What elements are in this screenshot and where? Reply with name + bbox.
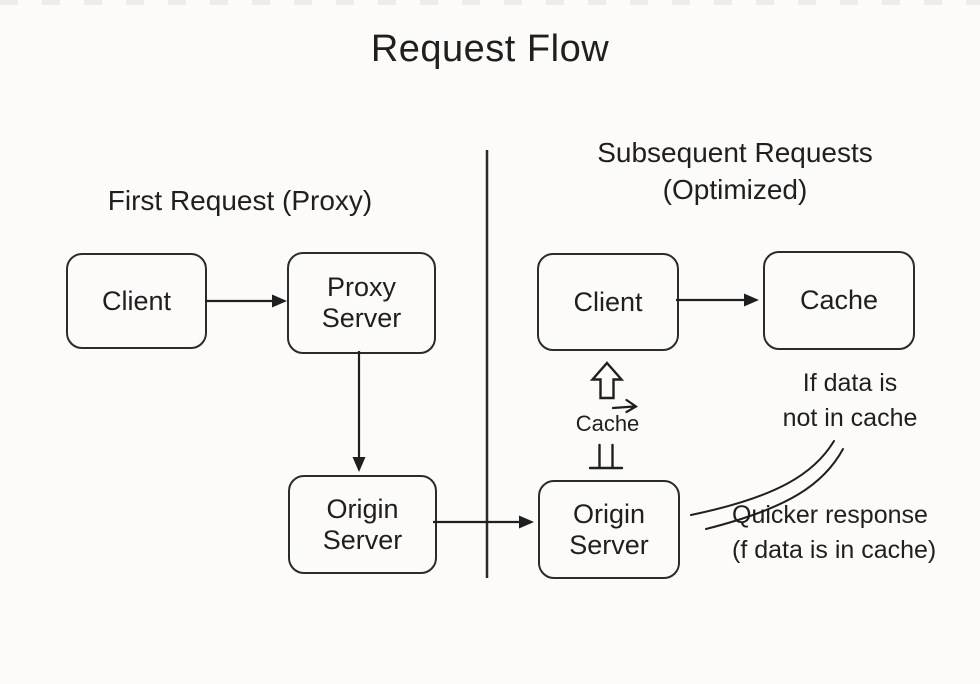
arrowhead-down-icon — [352, 457, 366, 472]
section-header-subsequent-requests: Subsequent Requests (Optimized) — [555, 134, 915, 208]
section-header-subsequent-line1: Subsequent Requests — [597, 137, 873, 168]
double-tack-icon — [588, 443, 624, 470]
annotation-not-in-cache: If data is not in cache — [760, 366, 940, 436]
scan-artifact-top — [0, 0, 980, 5]
node-client-subsequent: Client — [537, 253, 679, 351]
annotation-not-in-cache-line1: If data is — [802, 369, 898, 397]
node-label-client-subsequent: Client — [573, 286, 643, 317]
node-label-client-first: Client — [101, 285, 172, 316]
node-label-cache: Cache — [799, 285, 879, 315]
annotation-quicker-response: Quicker response (f data is in cache) — [732, 498, 962, 568]
node-proxy-server: Proxy Server — [287, 252, 436, 354]
arrow-client-to-proxy — [205, 294, 287, 308]
node-origin-server-subsequent: Origin Server — [538, 480, 680, 579]
node-label-origin-subsequent: Origin Server — [569, 498, 649, 560]
arrowhead-right-icon — [519, 515, 534, 529]
node-client-first-request: Client — [66, 253, 207, 349]
cache-flow-label: Cache — [575, 411, 640, 436]
up-block-arrow-icon — [589, 361, 625, 400]
annotation-quicker-line2: (f data is in cache) — [732, 536, 937, 564]
arrowhead-right-icon — [272, 294, 287, 308]
node-origin-server-first-request: Origin Server — [288, 475, 437, 574]
section-header-subsequent-line2: (Optimized) — [662, 174, 808, 205]
node-label-origin-first: Origin Server — [322, 493, 403, 555]
annotation-not-in-cache-line2: not in cache — [782, 404, 918, 432]
node-label-proxy-server: Proxy Server — [321, 272, 402, 333]
diagram-title: Request Flow — [370, 28, 610, 70]
arrow-proxy-to-origin — [352, 351, 366, 472]
node-cache: Cache — [763, 251, 915, 350]
section-header-first-request: First Request (Proxy) — [107, 185, 373, 216]
arrow-client-to-cache — [676, 293, 759, 307]
arrow-origin-to-origin — [433, 515, 534, 529]
arrowhead-right-icon — [744, 293, 759, 307]
annotation-quicker-line1: Quicker response — [732, 501, 928, 529]
